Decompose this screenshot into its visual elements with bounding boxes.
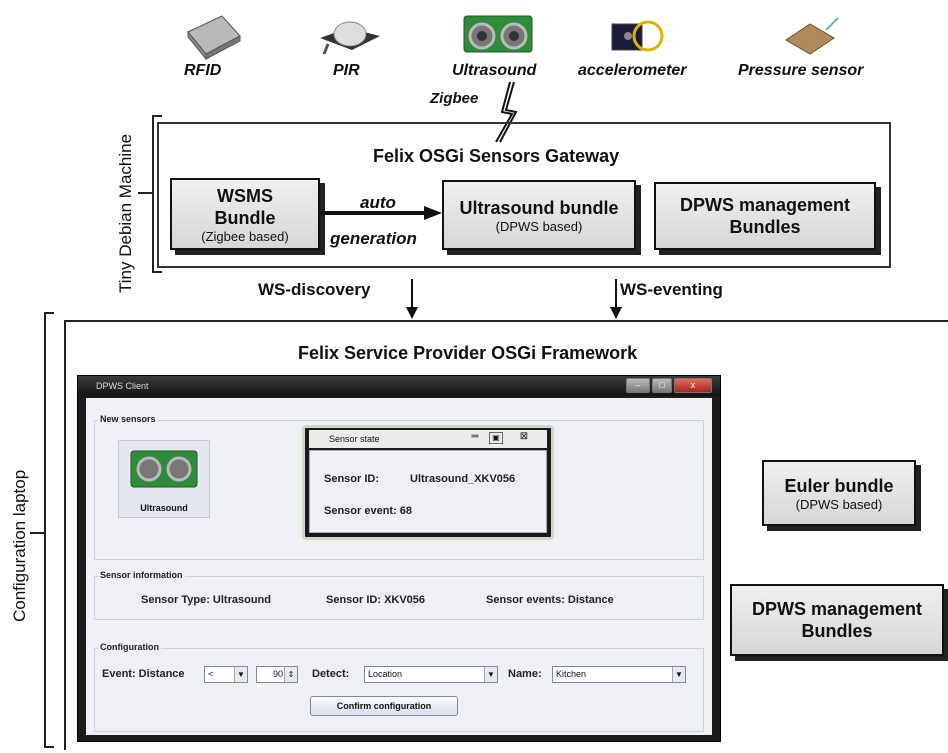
ws-eventing-arrow xyxy=(610,279,622,319)
new-sensors-label: New sensors xyxy=(98,414,158,424)
window-title: DPWS Client xyxy=(96,381,149,391)
wsms-bundle-box: WSMS Bundle (Zigbee based) xyxy=(170,178,320,250)
gateway-dpws-line1: DPWS management xyxy=(679,195,851,215)
threshold-spinner[interactable]: 90 ⇕ xyxy=(256,666,298,683)
rfid-label: RFID xyxy=(184,62,222,79)
auto-generation-arrow xyxy=(320,206,442,220)
wsms-line1: WSMS xyxy=(217,185,273,206)
pir-label: PIR xyxy=(333,62,360,79)
gateway-title: Felix OSGi Sensors Gateway xyxy=(373,146,620,166)
detect-dropdown-icon[interactable]: ▼ xyxy=(484,667,497,682)
window-body: New sensors Ultrasound Sensor informatio… xyxy=(86,398,712,735)
wsms-sub: (Zigbee based) xyxy=(201,228,289,244)
laptop-label: Configuration laptop xyxy=(10,469,29,622)
info-events: Sensor events: Distance xyxy=(486,594,614,606)
dialog-body: Sensor ID: Ultrasound_XKV056 Sensor even… xyxy=(309,450,547,533)
ultrasound-bundle-title: Ultrasound bundle xyxy=(459,197,619,218)
ws-discovery-label: WS-discovery xyxy=(258,280,371,299)
laptop-bracket-tick xyxy=(30,532,46,534)
ultrasound-bundle-box: Ultrasound bundle (DPWS based) xyxy=(442,180,636,250)
operator-select[interactable]: < ▼ xyxy=(204,666,248,683)
event-label: Event: Distance xyxy=(102,668,185,680)
maximize-button[interactable]: □ xyxy=(652,378,672,393)
sensor-info-group xyxy=(94,576,704,620)
provider-dpws-line1: DPWS management xyxy=(751,599,923,619)
ultrasound-label: Ultrasound xyxy=(452,62,537,79)
provider-title: Felix Service Provider OSGi Framework xyxy=(298,343,638,363)
zigbee-label: Zigbee xyxy=(430,90,479,107)
pressure-sensor-image xyxy=(785,17,839,55)
ultrasound-bundle-sub: (DPWS based) xyxy=(495,218,583,234)
operator-dropdown-icon[interactable]: ▼ xyxy=(234,667,247,682)
window-titlebar[interactable]: DPWS Client xyxy=(78,376,720,396)
machine-label: Tiny Debian Machine xyxy=(116,133,135,293)
laptop-bracket xyxy=(44,312,54,748)
pir-sensor-image xyxy=(320,21,380,55)
wsms-line2: Bundle xyxy=(214,207,276,228)
detect-label: Detect: xyxy=(312,668,350,680)
gateway-dpws-line2: Bundles xyxy=(729,217,801,237)
sensor-info-label: Sensor information xyxy=(98,570,185,580)
accelerometer-image xyxy=(611,20,664,52)
gateway-frame xyxy=(157,122,891,268)
sensor-tile[interactable]: Ultrasound xyxy=(118,440,210,518)
rfid-reader-image xyxy=(187,15,241,61)
threshold-value: 90 xyxy=(272,669,283,679)
dialog-titlebar[interactable]: Sensor state xyxy=(309,430,547,448)
operator-value: < xyxy=(208,669,214,679)
generation-label: generation xyxy=(330,229,417,248)
euler-bundle-box: Euler bundle (DPWS based) xyxy=(762,460,916,526)
sensor-event-label: Sensor event: 68 xyxy=(324,505,413,517)
name-dropdown-icon[interactable]: ▼ xyxy=(672,667,685,682)
sensor-state-dialog: Sensor state ═ ▣ ⊠ Sensor ID: Ultrasound… xyxy=(302,425,554,540)
machine-bracket xyxy=(152,115,162,273)
machine-bracket-tick xyxy=(138,192,154,194)
provider-dpws-line2: Bundles xyxy=(801,621,873,641)
gateway-dpws-box: DPWS management Bundles xyxy=(654,182,876,250)
sensor-id-label: Sensor ID: xyxy=(324,473,380,485)
dialog-close-button[interactable]: ⊠ xyxy=(519,431,529,442)
info-id: Sensor ID: XKV056 xyxy=(326,594,426,606)
sensor-tile-label: Ultrasound xyxy=(140,503,188,513)
pressure-sensor-label: Pressure sensor xyxy=(738,62,864,79)
confirm-configuration-button[interactable]: Confirm configuration xyxy=(310,696,458,716)
ws-discovery-arrow xyxy=(406,279,418,319)
close-button[interactable]: x xyxy=(674,378,712,393)
accelerometer-label: accelerometer xyxy=(578,62,687,79)
name-select[interactable]: Kitchen ▼ xyxy=(552,666,686,683)
new-sensors-group xyxy=(94,420,704,560)
ws-eventing-label: WS-eventing xyxy=(620,280,723,299)
ultrasound-tile-icon xyxy=(130,450,198,488)
info-type: Sensor Type: Ultrasound xyxy=(141,594,271,606)
provider-frame xyxy=(64,320,948,750)
sensor-id-value: Ultrasound_XKV056 xyxy=(410,473,516,485)
name-value: Kitchen xyxy=(556,669,587,679)
configuration-label: Configuration xyxy=(98,642,161,652)
minimize-button[interactable]: – xyxy=(626,378,650,393)
euler-sub: (DPWS based) xyxy=(795,496,883,512)
configuration-group xyxy=(94,648,704,732)
detect-value: Location xyxy=(368,669,403,679)
zigbee-link-icon xyxy=(495,81,518,143)
dialog-minimize-button[interactable]: ═ xyxy=(471,431,479,442)
provider-dpws-box: DPWS management Bundles xyxy=(730,584,944,656)
euler-title: Euler bundle xyxy=(784,475,894,496)
name-label: Name: xyxy=(508,668,542,680)
spinner-arrows-icon[interactable]: ⇕ xyxy=(284,667,297,682)
ultrasound-sensor-image xyxy=(463,15,533,53)
auto-label: auto xyxy=(360,193,396,212)
dialog-title: Sensor state xyxy=(329,434,380,444)
detect-select[interactable]: Location ▼ xyxy=(364,666,498,683)
dialog-maximize-button[interactable]: ▣ xyxy=(489,432,503,444)
